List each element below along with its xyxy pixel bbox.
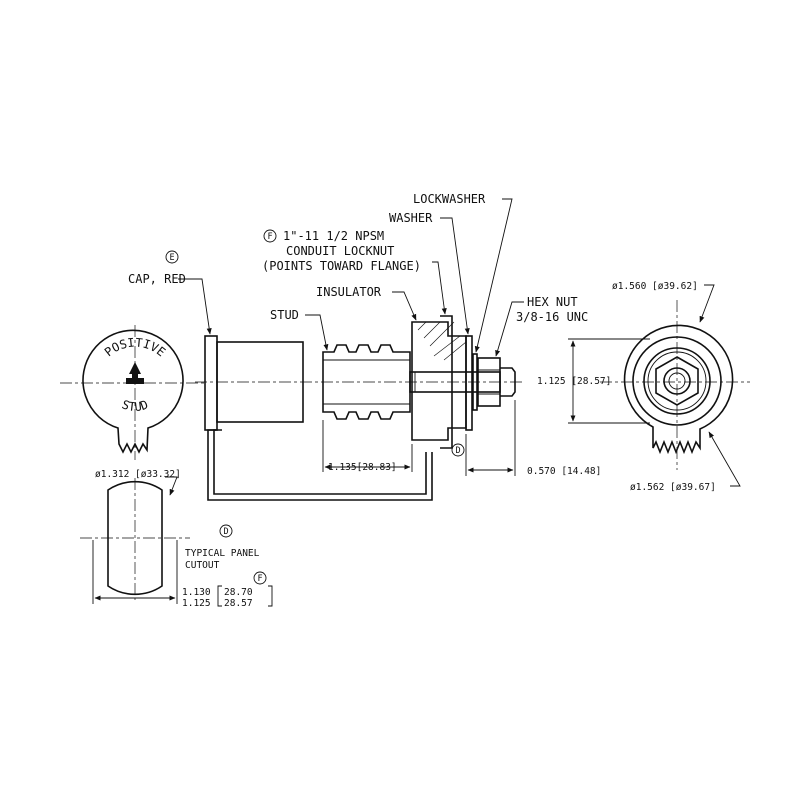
end-view-bottom-diameter-dim: ø1.562 [ø39.67] [630, 482, 716, 493]
assembly-labels: LOCKWASHER WASHER F 1"-11 1/2 NPSM CONDU… [128, 192, 588, 357]
nut-offset-dim: 0.570 [14.48] [527, 466, 601, 477]
cutout-width-mm-2: 28.57 [224, 598, 253, 609]
locknut-callout: F [267, 232, 272, 242]
cap-label: CAP, RED [128, 272, 186, 286]
cutout-width-mm-1: 28.70 [224, 587, 253, 598]
cutout-label-line1: TYPICAL PANEL [185, 548, 260, 559]
insulator-label: INSULATOR [316, 285, 382, 299]
end-view-top-diameter-dim: ø1.560 [ø39.62] [612, 281, 698, 292]
locknut-label-line2: CONDUIT LOCKNUT [286, 244, 394, 258]
locknut-label-line3: (POINTS TOWARD FLANGE) [262, 259, 421, 273]
cutout-label-line2: CUTOUT [185, 560, 220, 571]
end-view: 1.125 [28.57] ø1.560 [ø39.62] ø1.562 [ø3… [537, 281, 750, 493]
cutout-callout-f: F [257, 574, 262, 584]
stud-text: STUD [120, 397, 150, 414]
cap-front-view: POSITIVE STUD [60, 325, 205, 460]
lockwasher-label: LOCKWASHER [413, 192, 486, 206]
end-view-height-dim: 1.125 [28.57] [537, 376, 611, 387]
positive-arrow-icon [129, 362, 141, 374]
assembly-side-view: D 1.135[28.83] 0.570 [14.48] [195, 315, 601, 501]
cutout-callout-d: D [223, 527, 228, 537]
cutout-width-in-2: 1.125 [182, 598, 211, 609]
cutout-diameter-dim: ø1.312 [ø33.32] [95, 469, 181, 480]
side-callout-d: D [455, 446, 460, 456]
hex-nut-label-line2: 3/8-16 UNC [516, 310, 588, 324]
hex-nut-label-line1: HEX NUT [527, 295, 578, 309]
stud-length-dim: 1.135[28.83] [328, 462, 397, 473]
cap-callout: E [169, 253, 174, 263]
stud-label: STUD [270, 308, 299, 322]
washer-label: WASHER [389, 211, 433, 225]
locknut-label-line1: 1"-11 1/2 NPSM [283, 229, 384, 243]
panel-cutout-view: ø1.312 [ø33.32] D TYPICAL PANEL CUTOUT F… [80, 469, 273, 609]
cutout-width-in-1: 1.130 [182, 587, 211, 598]
